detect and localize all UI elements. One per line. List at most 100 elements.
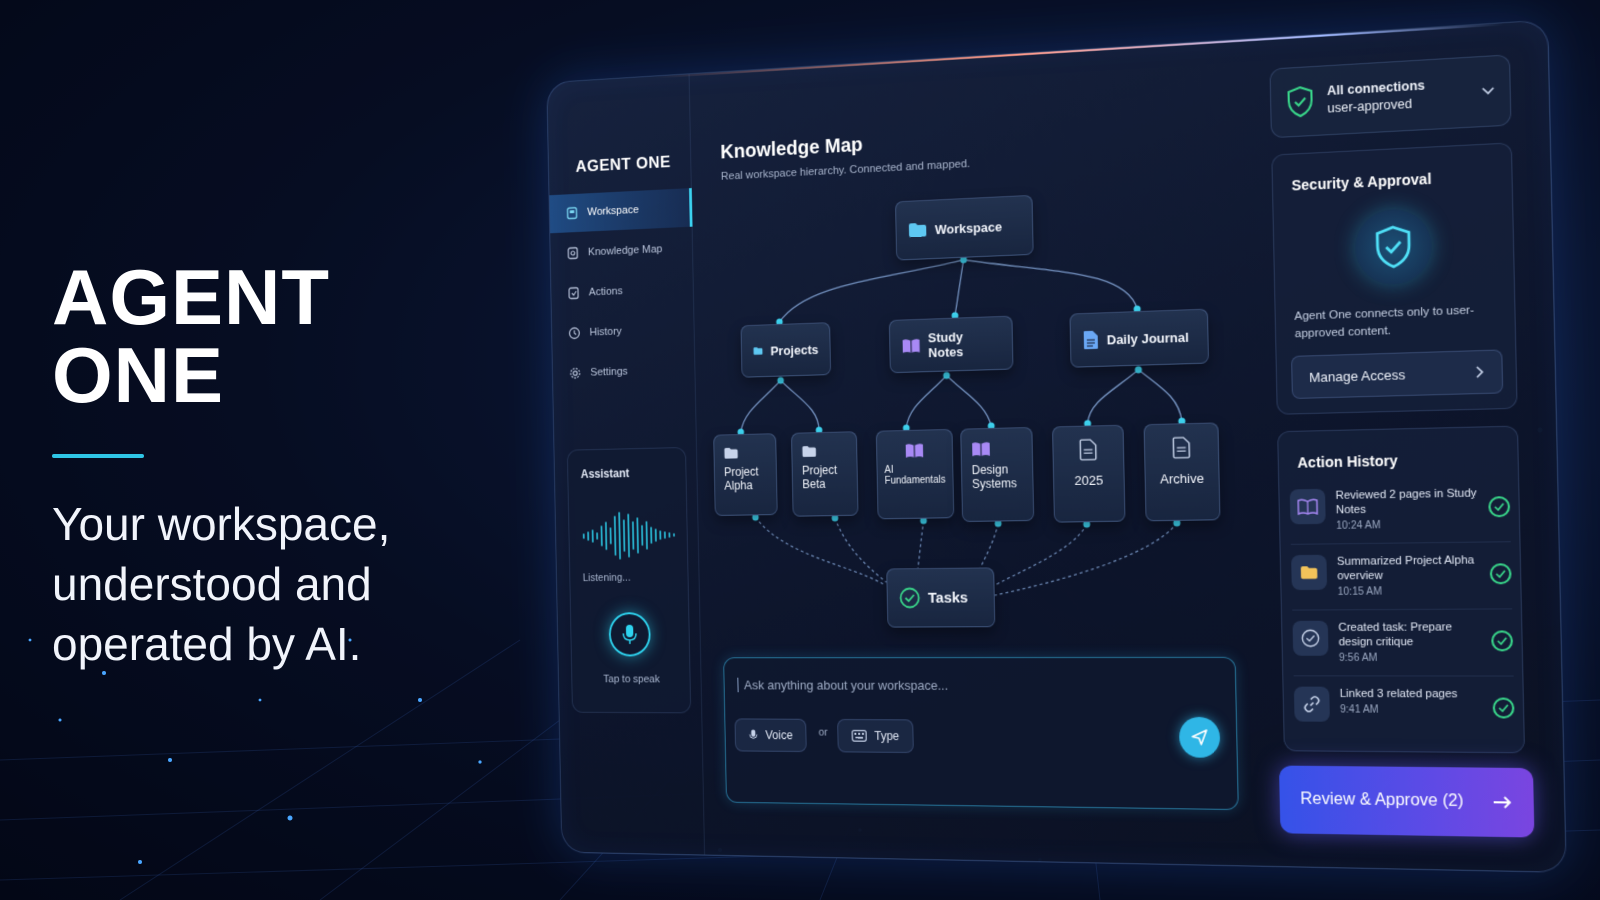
map-node-project-alpha[interactable]: Project Alpha bbox=[713, 433, 778, 516]
hero-title: AGENT ONE bbox=[52, 253, 330, 419]
book-icon bbox=[905, 442, 924, 458]
document-icon bbox=[1083, 330, 1098, 350]
check-circle-icon bbox=[899, 587, 921, 609]
manage-access-button[interactable]: Manage Access bbox=[1291, 349, 1504, 400]
hero: AGENT ONE Your workspace, understood and… bbox=[52, 258, 522, 674]
connections-text: All connections user-approved bbox=[1327, 77, 1426, 118]
sidebar-item-knowledge-map[interactable]: Knowledge Map bbox=[550, 229, 693, 274]
gear-icon bbox=[569, 366, 582, 380]
check-icon bbox=[1489, 563, 1512, 585]
history-title: Action History bbox=[1297, 452, 1398, 471]
mic-button[interactable] bbox=[608, 612, 651, 657]
node-label: Study Notes bbox=[927, 329, 964, 361]
map-node-2025[interactable]: 2025 bbox=[1052, 424, 1126, 523]
history-item-time: 9:41 AM bbox=[1339, 704, 1379, 716]
sidebar-item-workspace[interactable]: Workspace bbox=[549, 188, 693, 234]
chevron-down-icon bbox=[1482, 87, 1495, 96]
history-item-icon-wrap bbox=[1289, 488, 1326, 525]
history-item-icon-wrap bbox=[1292, 620, 1329, 656]
history-item-time: 10:15 AM bbox=[1337, 586, 1383, 598]
sidebar-item-history[interactable]: History bbox=[552, 310, 695, 353]
sidebar-item-label: Settings bbox=[590, 365, 628, 379]
history-item[interactable]: Reviewed 2 pages in Study Notes 10:24 AM bbox=[1289, 477, 1511, 545]
map-node-workspace[interactable]: Workspace bbox=[894, 194, 1034, 261]
actions-icon bbox=[567, 286, 580, 300]
tap-to-speak-label: Tap to speak bbox=[603, 673, 660, 686]
check-icon bbox=[1492, 697, 1515, 719]
map-node-daily-journal[interactable]: Daily Journal bbox=[1069, 308, 1210, 368]
book-icon bbox=[902, 338, 920, 354]
map-node-study-notes[interactable]: Study Notes bbox=[888, 315, 1014, 374]
node-label: Tasks bbox=[927, 589, 969, 607]
folder-icon bbox=[1300, 566, 1318, 579]
sidebar-item-label: Actions bbox=[588, 285, 623, 299]
sidebar-item-label: History bbox=[589, 325, 622, 339]
document-icon bbox=[1172, 436, 1191, 459]
sidebar-item-actions[interactable]: Actions bbox=[551, 269, 694, 313]
node-label: Project Beta bbox=[801, 463, 838, 492]
shield-check-icon bbox=[1373, 223, 1414, 270]
history-item[interactable]: Summarized Project Alpha overview 10:15 … bbox=[1290, 544, 1513, 611]
history-item[interactable]: Linked 3 related pages 9:41 AM bbox=[1293, 678, 1515, 743]
sidebar-item-label: Knowledge Map bbox=[587, 243, 663, 259]
history-item-text: Created task: Prepare design critique bbox=[1338, 621, 1453, 649]
knowledge-map-icon bbox=[566, 246, 579, 260]
map-node-projects[interactable]: Projects bbox=[740, 322, 832, 378]
hero-subtitle: Your workspace, understood and operated … bbox=[52, 494, 522, 674]
sidebar: AGENT ONE Workspace Knowledge Map Action… bbox=[547, 74, 706, 855]
history-item-time: 9:56 AM bbox=[1338, 652, 1378, 664]
map-node-ai-fundamentals[interactable]: AI Fundamentals bbox=[875, 428, 955, 520]
assistant-title: Assistant bbox=[580, 466, 630, 481]
check-icon bbox=[1491, 630, 1514, 652]
history-item-icon-wrap bbox=[1293, 686, 1330, 722]
node-label: Design Systems bbox=[971, 462, 1017, 492]
voice-waveform-icon bbox=[580, 508, 679, 563]
document-icon bbox=[1079, 438, 1097, 461]
history-icon bbox=[568, 326, 581, 340]
history-item-icon-wrap bbox=[1291, 554, 1328, 591]
book-icon bbox=[1297, 498, 1318, 515]
ask-input[interactable] bbox=[737, 677, 1143, 694]
shield-check-icon bbox=[1285, 84, 1315, 118]
sidebar-item-label: Workspace bbox=[587, 204, 639, 219]
history-item-body: Created task: Prepare design critique 9:… bbox=[1338, 620, 1481, 666]
sidebar-item-settings[interactable]: Settings bbox=[553, 350, 696, 393]
folder-icon bbox=[753, 347, 763, 355]
review-approve-button[interactable]: Review & Approve (2) bbox=[1278, 765, 1535, 838]
knowledge-map: Workspace Projects Study Notes Daily Jou… bbox=[703, 152, 1256, 654]
node-label: 2025 bbox=[1074, 472, 1104, 489]
ask-box: Voice or Type bbox=[723, 656, 1239, 811]
send-button[interactable] bbox=[1178, 716, 1221, 758]
node-label: Projects bbox=[770, 341, 819, 358]
connections-status[interactable]: All connections user-approved bbox=[1269, 54, 1512, 139]
map-node-project-beta[interactable]: Project Beta bbox=[791, 431, 859, 517]
history-item-body: Reviewed 2 pages in Study Notes 10:24 AM bbox=[1335, 486, 1478, 534]
voice-button[interactable]: Voice bbox=[734, 718, 808, 753]
history-item-time: 10:24 AM bbox=[1336, 519, 1381, 532]
assistant-status: Listening... bbox=[582, 572, 631, 584]
security-description: Agent One connects only to user-approved… bbox=[1294, 304, 1475, 341]
hero-subtitle-line: operated by AI. bbox=[52, 618, 362, 670]
microphone-icon bbox=[749, 729, 759, 742]
folder-icon bbox=[724, 447, 738, 459]
assistant-panel: Assistant Listening... Tap to speak bbox=[566, 446, 692, 714]
node-label: AI Fundamentals bbox=[884, 464, 946, 487]
map-node-archive[interactable]: Archive bbox=[1143, 422, 1221, 522]
map-node-design-systems[interactable]: Design Systems bbox=[960, 426, 1035, 523]
map-node-tasks[interactable]: Tasks bbox=[886, 567, 996, 628]
app-window: AGENT ONE Workspace Knowledge Map Action… bbox=[546, 19, 1567, 873]
history-item-text: Linked 3 related pages bbox=[1339, 687, 1458, 701]
hero-subtitle-line: Your workspace, bbox=[52, 498, 391, 550]
microphone-icon bbox=[621, 624, 638, 645]
arrow-right-icon bbox=[1492, 795, 1512, 810]
action-history-card: Action History Reviewed 2 pages in Study… bbox=[1277, 425, 1526, 754]
history-item[interactable]: Created task: Prepare design critique 9:… bbox=[1292, 611, 1514, 677]
type-button[interactable]: Type bbox=[837, 718, 914, 754]
review-approve-label: Review & Approve (2) bbox=[1300, 790, 1464, 811]
security-card: Security & Approval Agent One connects o… bbox=[1271, 142, 1518, 415]
voice-label: Voice bbox=[765, 728, 793, 743]
folder-icon bbox=[802, 445, 817, 458]
workspace-icon bbox=[566, 206, 579, 220]
brand-logo: AGENT ONE bbox=[575, 152, 671, 176]
node-label: Project Alpha bbox=[723, 464, 759, 493]
